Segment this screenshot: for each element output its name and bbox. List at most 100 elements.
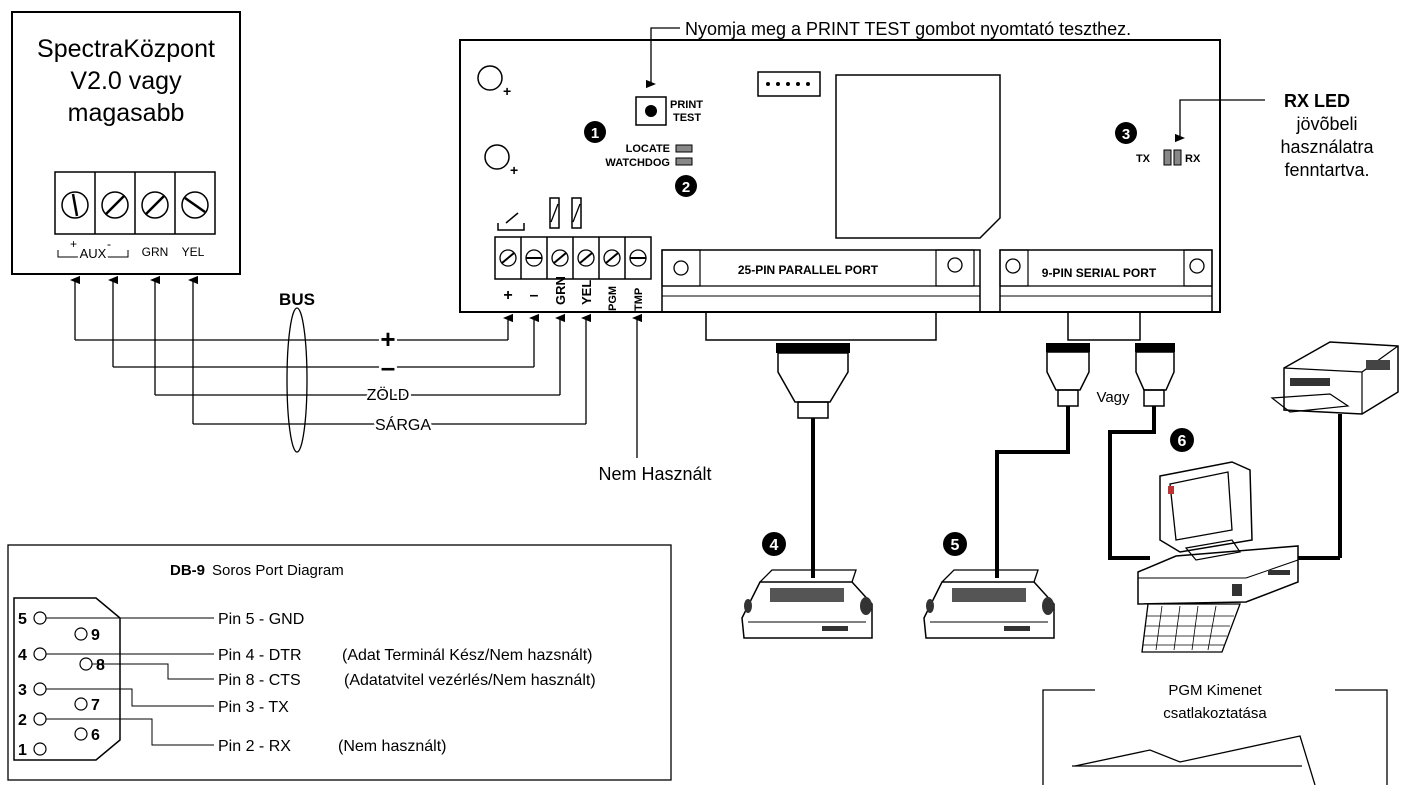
pgm-output-section: PGM Kimenet csatlakoztatása (1042, 682, 1388, 785)
rx-led-title: RX LED (1284, 91, 1350, 111)
bus-plus-label: + (380, 324, 395, 354)
rx-led-note: RX LED jövõbeli használatra fenntartva. (1280, 91, 1374, 180)
relay-icon (497, 212, 525, 231)
terminal-pgm-label: PGM (607, 286, 619, 311)
tx-led (1163, 149, 1172, 166)
svg-text:+: + (503, 83, 511, 99)
svg-text:5: 5 (951, 537, 960, 554)
mounting-hole-icon (477, 65, 503, 91)
tx-label: TX (1136, 153, 1151, 165)
db9-pin-descriptions: Pin 5 - GND Pin 4 - DTR (Adat Terminál K… (218, 611, 596, 755)
bus-minus-label: – (381, 352, 395, 382)
rx-led-line2: használatra (1280, 137, 1374, 157)
db9-pin-labels-right: 9 8 7 6 (91, 627, 105, 744)
bus-wiring: BUS + – ZÖLD SÁRGA Nem Használt (70, 275, 712, 484)
svg-text:+: + (510, 162, 518, 178)
rx-led-line1: jövõbeli (1295, 114, 1357, 134)
svg-text:4: 4 (770, 537, 779, 554)
db9-row-label: Pin 8 - CTS (218, 672, 301, 689)
screw-terminal-icon (181, 191, 209, 219)
db9-row-note: (Adat Terminál Kész/Nem hazsnált) (342, 647, 592, 664)
db9-pin-labels-left: 5 4 3 2 1 (18, 611, 27, 759)
print-test-leader (646, 27, 680, 89)
db9-row-label: Pin 3 - TX (218, 699, 289, 716)
locate-led (675, 144, 693, 153)
bus-yellow-label: SÁRGA (375, 415, 431, 434)
aux-plus-label: + (70, 237, 77, 251)
aux-label: AUX (80, 246, 107, 261)
pgm-title-line2: csatlakoztatása (1163, 705, 1267, 722)
terminal-minus-label: – (530, 287, 539, 304)
serial-cable-printer (995, 343, 1090, 578)
not-used-label: Nem Használt (598, 464, 711, 484)
svg-text:1: 1 (591, 125, 599, 142)
svg-text:9: 9 (91, 627, 100, 644)
serial-cable-computer (1108, 343, 1175, 560)
rx-led (1173, 149, 1182, 166)
locate-label: LOCATE (626, 143, 670, 155)
pgm-title-line1: PGM Kimenet (1168, 682, 1262, 699)
print-test-button[interactable] (635, 96, 667, 126)
printer-module-board: + + PRINT TEST Nyomja meg a PRINT TEST g… (459, 19, 1265, 341)
print-label: PRINT (670, 99, 703, 111)
rx-label: RX (1185, 153, 1201, 165)
mounting-hole-icon (484, 144, 510, 170)
serial-port: 9-PIN SERIAL PORT (999, 249, 1213, 341)
badge-6 (1170, 428, 1194, 452)
panel-title-line1: SpectraKözpont (37, 35, 215, 63)
screw-terminal-icon (141, 191, 169, 219)
or-label: Vagy (1096, 389, 1130, 406)
svg-text:2: 2 (682, 179, 690, 196)
svg-text:3: 3 (1122, 126, 1130, 143)
svg-text:2: 2 (18, 712, 27, 729)
watchdog-led (675, 157, 693, 166)
terminal-yel-label: YEL (579, 280, 594, 305)
db9-connector-outline (13, 597, 121, 761)
parallel-cable (776, 343, 850, 578)
chip (835, 74, 1001, 239)
parallel-port-label: 25-PIN PARALLEL PORT (738, 263, 879, 277)
test-label: TEST (673, 112, 701, 124)
button-icon (645, 105, 657, 117)
db9-title-bold: DB-9 (170, 562, 205, 579)
computer-icon (1137, 461, 1299, 653)
svg-text:7: 7 (91, 697, 100, 714)
module-terminal-block (494, 236, 652, 280)
dot-matrix-printer-icon (923, 569, 1055, 639)
terminal-grn-label: GRN (553, 276, 568, 305)
panel-title-line3: magasabb (68, 99, 185, 127)
panel-terminal-block (54, 171, 216, 235)
badge-5 (943, 532, 967, 556)
svg-text:4: 4 (18, 647, 27, 664)
rx-led-leader (1175, 99, 1265, 143)
header-connector (757, 71, 821, 97)
badge-3 (1115, 122, 1137, 144)
grn-label: GRN (142, 245, 169, 259)
svg-text:3: 3 (18, 682, 27, 699)
badge-2 (675, 175, 697, 197)
db9-row-label: Pin 2 - RX (218, 738, 291, 755)
control-panel: SpectraKözpont V2.0 vagy magasabb + - (11, 11, 241, 275)
screw-terminal-icon (101, 191, 129, 219)
bus-label: BUS (279, 290, 315, 309)
panel-title-line2: V2.0 vagy (70, 67, 182, 95)
db9-row-note: (Nem használt) (338, 738, 446, 755)
db9-row-label: Pin 5 - GND (218, 611, 304, 628)
aux-minus-label: - (107, 237, 111, 251)
svg-text:1: 1 (18, 742, 27, 759)
db9-row-note: (Adatatvitel vezérlés/Nem használt) (344, 672, 596, 689)
laser-printer-icon (1270, 341, 1399, 560)
parallel-port: 25-PIN PARALLEL PORT (661, 249, 981, 341)
badge-1 (584, 121, 606, 143)
svg-text:8: 8 (96, 657, 105, 674)
yel-label: YEL (182, 245, 205, 259)
print-test-note: Nyomja meg a PRINT TEST gombot nyomtató … (685, 19, 1131, 39)
terminal-plus-label: + (503, 287, 512, 304)
db9-row-label: Pin 4 - DTR (218, 647, 302, 664)
dot-matrix-printer-icon (741, 569, 873, 639)
bus-bundle-ellipse (286, 307, 308, 453)
serial-port-label: 9-PIN SERIAL PORT (1042, 266, 1157, 280)
svg-text:6: 6 (91, 727, 100, 744)
bus-green-label: ZÖLD (367, 386, 410, 404)
